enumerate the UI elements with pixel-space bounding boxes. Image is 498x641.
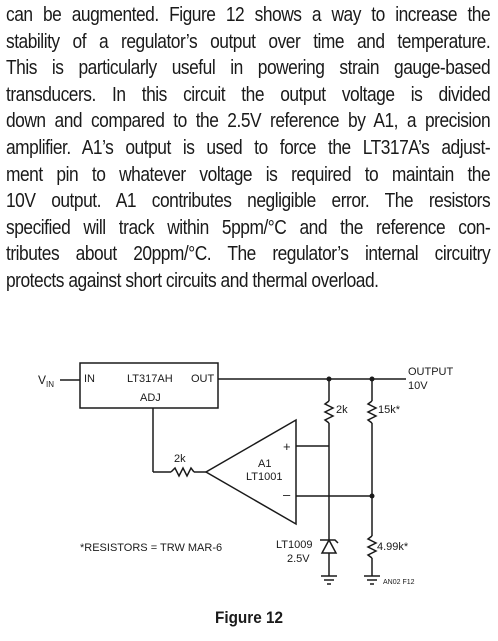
r-adj-label: 2k [174, 453, 186, 465]
figure-12-schematic: VIN IN LT317AH OUT ADJ OUTPUT 10V 2k 15k… [38, 362, 454, 586]
figure-caption: Figure 12 [214, 608, 284, 627]
paragraph-line: amplifier. A1’s output is used to force … [6, 136, 491, 159]
reference-diode-lt1009 [320, 538, 338, 554]
resistor-2k-adj [170, 466, 195, 478]
body-paragraph: can be augmented. Figure 12 shows a way … [6, 2, 491, 295]
vin-label: VIN [38, 373, 54, 389]
reg-out-label: OUT [191, 373, 215, 385]
paragraph-line: can be augmented. Figure 12 shows a way … [6, 4, 491, 26]
resistor-note: *RESISTORS = TRW MAR-6 [80, 542, 222, 554]
reg-in-label: IN [84, 373, 95, 385]
junction-dot [369, 493, 375, 499]
amp-minus: – [283, 487, 291, 502]
r-bottom-right-label: 4.99k* [377, 541, 409, 553]
regulator-box [79, 362, 219, 409]
resistor-15k [366, 400, 378, 424]
amp-part: LT1001 [246, 471, 283, 483]
reg-adj-label: ADJ [140, 392, 161, 404]
paragraph-line: protects against short circuits and ther… [6, 269, 379, 292]
r-top-right-label: 15k* [378, 404, 401, 416]
resistor-2k-top [323, 400, 335, 424]
ref-name: LT1009 [276, 539, 313, 551]
amp-name: A1 [258, 458, 271, 470]
paragraph-line: stability of a regulator’s output over t… [6, 30, 491, 53]
paragraph-line: tributes about 20ppm/°C. The regulator’s… [6, 243, 491, 266]
resistor-4k99 [366, 535, 378, 559]
reg-name-label: LT317AH [127, 373, 173, 385]
paragraph-line: ment pin to whatever voltage is required… [6, 163, 491, 186]
figure-code: AN02 F12 [383, 579, 415, 586]
amp-plus: + [283, 439, 291, 454]
output-label: OUTPUT [408, 366, 454, 378]
paragraph-line: This is particularly useful in powering … [6, 57, 491, 80]
paragraph-line: down and compared to the 2.5V reference … [6, 110, 491, 133]
output-value: 10V [408, 380, 428, 392]
paragraph-line: 10V output. A1 contributes negligible er… [6, 190, 491, 213]
ref-value: 2.5V [287, 553, 310, 565]
paragraph-line: specified will track within 5ppm/°C and … [6, 216, 491, 239]
r-top-left-label: 2k [336, 404, 348, 416]
op-amp-a1 [204, 418, 297, 526]
paragraph-line: transducers. In this circuit the output … [6, 83, 491, 106]
